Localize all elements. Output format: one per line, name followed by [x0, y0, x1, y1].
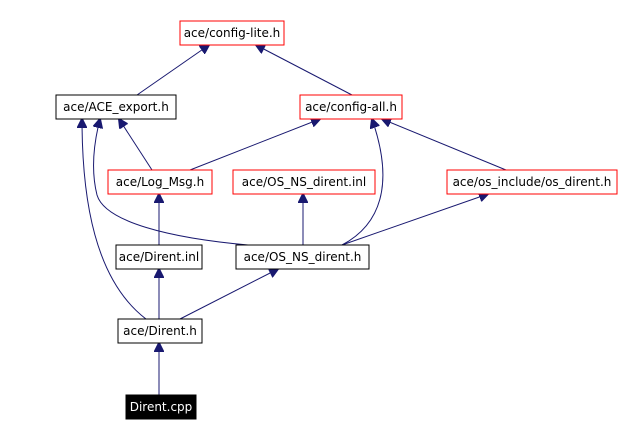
edges-layer [82, 45, 507, 395]
edge-os-ns-dirent-h-to-config-all [341, 119, 384, 246]
node-label: ace/os_include/os_dirent.h [453, 175, 612, 189]
node-box [235, 244, 370, 270]
edge-config-all-to-config-lite [256, 45, 353, 96]
node-os-ns-dirent-h: ace/OS_NS_dirent.h [235, 244, 370, 270]
node-dirent-h: ace/Dirent.h [117, 318, 203, 344]
edge-ace-export-to-config-lite [136, 45, 209, 96]
edge-dirent-h-to-ace-export [82, 119, 147, 320]
node-log-msg[interactable]: ace/Log_Msg.h [107, 169, 213, 195]
node-os-ns-dirent-inl[interactable]: ace/OS_NS_dirent.inl [232, 169, 376, 195]
node-label: ace/config-all.h [305, 100, 397, 114]
node-box [55, 94, 177, 120]
node-box [446, 169, 618, 195]
node-label: ace/config-lite.h [184, 26, 281, 40]
node-box [115, 244, 203, 270]
node-box [299, 94, 403, 120]
node-label: ace/Dirent.h [123, 324, 197, 338]
node-box [117, 318, 203, 344]
node-label: Dirent.cpp [130, 400, 193, 414]
node-os-dirent[interactable]: ace/os_include/os_dirent.h [446, 169, 618, 195]
node-label: ace/Log_Msg.h [116, 175, 204, 189]
node-label: ace/OS_NS_dirent.h [244, 250, 362, 264]
edge-log-msg-to-config-all [189, 119, 320, 171]
node-label: ace/OS_NS_dirent.inl [242, 175, 366, 189]
node-box [232, 169, 376, 195]
nodes-layer: ace/config-lite.h ace/ACE_export.h ace/con… [55, 20, 618, 420]
node-config-all[interactable]: ace/config-all.h [299, 94, 403, 120]
node-ace-export: ace/ACE_export.h [55, 94, 177, 120]
edge-os-dirent-to-config-all [382, 119, 507, 171]
node-box [179, 20, 285, 46]
node-box [107, 169, 213, 195]
node-label: ace/Dirent.inl [119, 250, 199, 264]
node-box [125, 394, 197, 420]
node-label: ace/ACE_export.h [63, 100, 169, 114]
node-config-lite[interactable]: ace/config-lite.h [179, 20, 285, 46]
edge-os-ns-dirent-h-to-ace-export [94, 119, 249, 246]
edge-log-msg-to-ace-export [119, 119, 153, 171]
node-dirent-cpp: Dirent.cpp [125, 394, 197, 420]
edge-dirent-h-to-os-ns-dirent-h [179, 269, 278, 320]
edge-os-ns-dirent-h-to-os-dirent [341, 194, 488, 246]
node-dirent-inl: ace/Dirent.inl [115, 244, 203, 270]
